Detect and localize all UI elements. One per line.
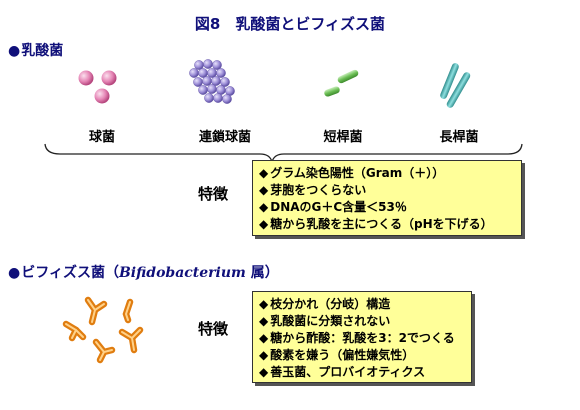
heading-bullet: ● xyxy=(8,43,21,59)
type-label-short-rod: 短桿菌 xyxy=(323,130,363,145)
coccus-cells-icon xyxy=(78,70,117,104)
long-rod-icon xyxy=(440,63,471,108)
type-label-coccus: 球菌 xyxy=(88,130,115,145)
bifido-feature-item: 乳酸菌に分類されない xyxy=(259,313,463,330)
lactic-feature-label: 特徴 xyxy=(198,185,229,203)
lactic-feature-item: 糖から乳酸を主につくる（pHを下げる） xyxy=(259,216,513,233)
figure-title: 図8 乳酸菌とビフィズス菌 xyxy=(194,15,386,33)
type-label-long-rod: 長桿菌 xyxy=(439,130,479,145)
bifido-feature-item: 枝分かれ（分岐）構造 xyxy=(259,296,463,313)
lactic-feature-box: グラム染色陽性（Gram（＋）） 芽胞をつくらない DNAのG＋C含量＜53％ … xyxy=(252,160,522,236)
bifidobacterium-icon xyxy=(62,296,144,364)
bifido-feature-item: 酸素を嫌う（偏性嫌気性） xyxy=(259,347,463,364)
lactic-heading: ●乳酸菌 xyxy=(8,40,63,60)
bifido-feature-label: 特徴 xyxy=(198,320,229,338)
bifido-heading: ●ビフィズス菌（Bifidobacterium 属） xyxy=(8,262,279,282)
bifido-heading-pre: ビフィズス菌（ xyxy=(21,265,119,281)
lactic-feature-item: 芽胞をつくらない xyxy=(259,182,513,199)
heading-bullet: ● xyxy=(8,265,21,281)
lactic-feature-item: グラム染色陽性（Gram（＋）） xyxy=(259,165,513,182)
bifido-heading-post: 属） xyxy=(245,265,279,281)
type-label-streptococcus: 連鎖球菌 xyxy=(198,130,251,145)
bifido-feature-item: 善玉菌、プロバイオティクス xyxy=(259,364,463,381)
bifido-feature-item: 糖から酢酸：乳酸を3：2でつくる xyxy=(259,330,463,347)
short-rod-icon xyxy=(324,69,359,97)
bifido-feature-box: 枝分かれ（分岐）構造 乳酸菌に分類されない 糖から酢酸：乳酸を3：2でつくる 酸… xyxy=(252,291,472,383)
bifido-heading-latin: Bifidobacterium xyxy=(118,265,246,281)
lactic-heading-text: 乳酸菌 xyxy=(21,43,64,59)
lactic-feature-item: DNAのG＋C含量＜53％ xyxy=(259,199,513,216)
streptococcus-cluster-icon xyxy=(189,59,235,104)
